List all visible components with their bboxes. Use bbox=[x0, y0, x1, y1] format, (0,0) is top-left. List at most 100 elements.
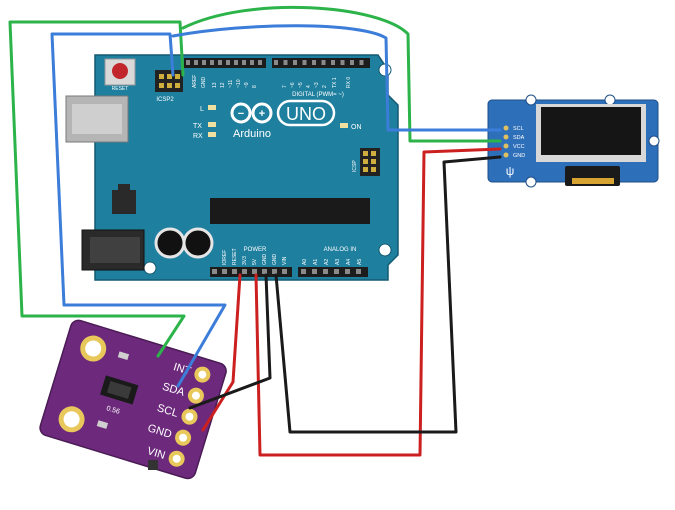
header-pin bbox=[272, 269, 277, 274]
header-pin bbox=[331, 60, 335, 65]
oled-pin bbox=[503, 125, 509, 131]
wires bbox=[8, 5, 502, 457]
led-on bbox=[340, 123, 348, 128]
power-header bbox=[210, 267, 292, 277]
wire-red-vcc bbox=[254, 147, 502, 457]
header-pin bbox=[340, 60, 345, 65]
digital-pin-label: 2 bbox=[322, 85, 328, 88]
sensor-window bbox=[106, 381, 132, 399]
header-pin bbox=[218, 60, 222, 65]
analog-pin-label: A1 bbox=[313, 259, 319, 265]
sensor-pin-label: SCL bbox=[156, 402, 180, 420]
header-pin bbox=[301, 269, 306, 274]
sensor-hole-inner bbox=[63, 411, 80, 428]
wire-blue-scl bbox=[50, 24, 502, 388]
digital-pin-label: ~9 bbox=[244, 82, 250, 88]
logo-plus: + bbox=[259, 108, 265, 120]
header-pin bbox=[283, 60, 288, 65]
power-pin-label: RESET bbox=[232, 248, 238, 265]
digital-label: DIGITAL (PWM= ~) bbox=[292, 92, 344, 98]
digital-pin-label: ~10 bbox=[236, 79, 242, 88]
oled-hole bbox=[648, 135, 660, 147]
digital-pin-label: ~5 bbox=[298, 82, 304, 88]
analog-pin-label: A5 bbox=[357, 259, 363, 265]
wire-green-sda bbox=[8, 5, 502, 358]
digital-pin-label: 8 bbox=[252, 85, 258, 88]
led-rx bbox=[208, 132, 216, 137]
oled-pin-label: SCL bbox=[513, 126, 524, 132]
voltage-regulator bbox=[112, 190, 136, 214]
header-pin bbox=[234, 60, 238, 65]
header-pin bbox=[252, 269, 257, 274]
digital-pin-label: TX 1 bbox=[332, 77, 338, 88]
mounting-hole bbox=[378, 243, 392, 257]
power-pin-label: 3V3 bbox=[242, 256, 248, 265]
header-pin bbox=[242, 269, 247, 274]
header-pin bbox=[232, 269, 237, 274]
header-pin bbox=[226, 60, 230, 65]
power-pin-label: IOREF bbox=[222, 250, 228, 265]
sensor-pin-hole bbox=[198, 370, 207, 379]
logo-uno-pill bbox=[276, 99, 336, 127]
digital-header-left bbox=[184, 58, 266, 68]
header-pin bbox=[242, 60, 246, 65]
power-jack-inner bbox=[90, 237, 140, 263]
on-label: ON bbox=[351, 124, 362, 131]
header-pin bbox=[345, 269, 350, 274]
power-header-pins bbox=[212, 269, 361, 274]
led-tx bbox=[208, 122, 216, 127]
reset-label: RESET bbox=[112, 86, 129, 92]
header-pin bbox=[334, 269, 339, 274]
oled-ribbon-tab bbox=[572, 178, 614, 184]
header-pin bbox=[359, 60, 364, 65]
power-label: POWER bbox=[244, 247, 267, 253]
digital-pin-label: ~6 bbox=[290, 82, 296, 88]
mounting-hole bbox=[378, 63, 392, 77]
oled-pin bbox=[503, 152, 509, 158]
power-pin-label: GND bbox=[262, 254, 268, 266]
sensor-pin-hole bbox=[191, 391, 200, 400]
sensor-pin-hole bbox=[185, 412, 194, 421]
header-pin bbox=[274, 60, 278, 65]
analog-pin-label: A2 bbox=[324, 259, 330, 265]
led-l bbox=[208, 105, 216, 110]
header-pin bbox=[250, 60, 254, 65]
analog-pin-label: A4 bbox=[346, 259, 352, 265]
logo-infinity-left bbox=[230, 102, 252, 124]
icsp-label: ICSP bbox=[352, 160, 358, 172]
sensor-hole-inner bbox=[85, 340, 102, 357]
oled-pin-label: VCC bbox=[513, 144, 525, 150]
analog-header bbox=[298, 267, 368, 277]
oled-hole bbox=[525, 94, 537, 106]
sensor-pin-label: VIN bbox=[146, 445, 167, 462]
header-pin bbox=[222, 269, 227, 274]
digital-pin-label: 12 bbox=[220, 82, 226, 88]
digital-pin-label: 13 bbox=[212, 82, 218, 88]
capacitor bbox=[182, 227, 214, 259]
oled-hole bbox=[604, 94, 616, 106]
header-pin bbox=[321, 60, 326, 65]
wire-red-vin bbox=[201, 273, 242, 432]
analog-label: ANALOG IN bbox=[324, 247, 357, 253]
oled-pin bbox=[503, 134, 509, 140]
logo-infinity-right bbox=[251, 102, 273, 124]
arduino-brand: Arduino bbox=[233, 128, 271, 140]
analog-pin-label: A3 bbox=[335, 259, 341, 265]
logo-uno-text: UNO bbox=[286, 104, 326, 124]
sensor-pin-label: INT bbox=[172, 361, 193, 378]
led-rx-label: RX bbox=[193, 133, 203, 140]
aref-label: AREF bbox=[192, 75, 198, 88]
sensor-chip-label: 0.56 bbox=[105, 405, 120, 416]
arduino-logo: − + UNO Arduino bbox=[230, 99, 336, 140]
digital-pin-label: 7 bbox=[282, 85, 288, 88]
oled-screen bbox=[541, 107, 641, 155]
oled-grove-logo: ψ bbox=[506, 164, 515, 178]
oled-hole bbox=[525, 176, 537, 188]
sensor-component bbox=[96, 420, 109, 429]
capacitor bbox=[154, 227, 186, 259]
